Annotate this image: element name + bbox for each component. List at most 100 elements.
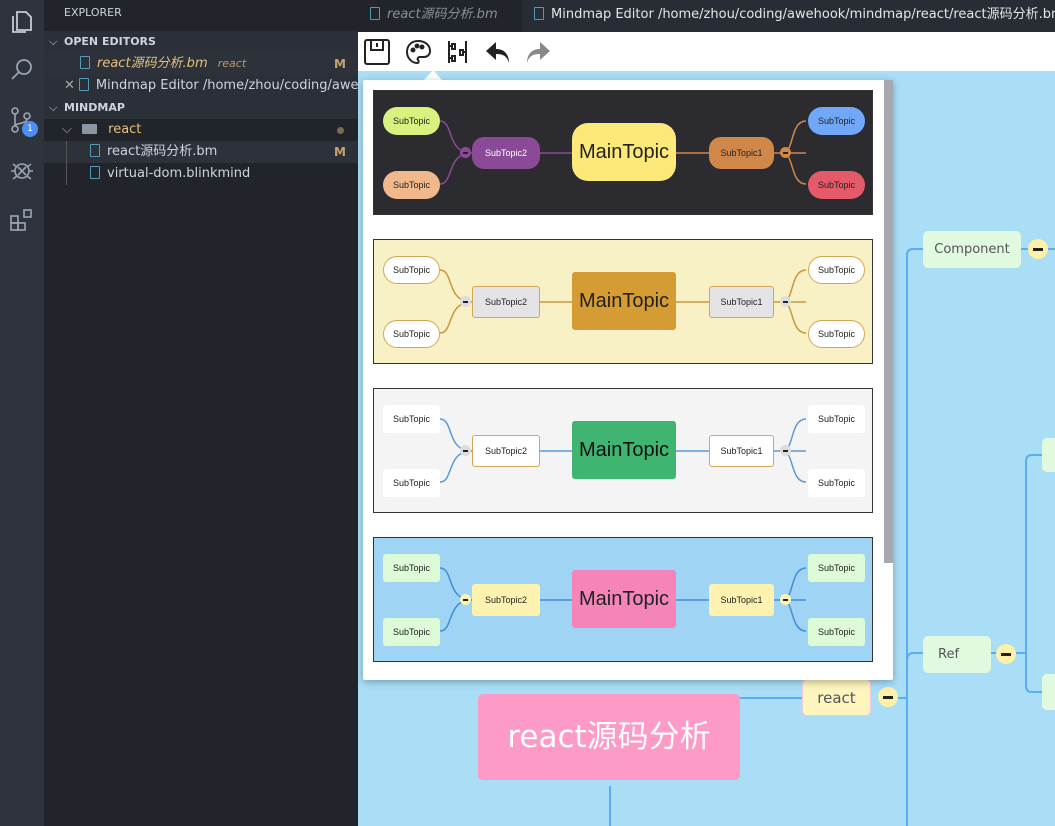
chevron-down-icon: ⌵ xyxy=(62,122,72,137)
modified-dot xyxy=(337,127,344,134)
explorer-sidebar: EXPLORER ⌵OPEN EDITORS react源码分析.bm reac… xyxy=(44,0,358,826)
collapse-icon xyxy=(780,445,791,456)
redo-icon[interactable] xyxy=(524,38,552,66)
file-icon xyxy=(534,7,544,20)
tab-label: react源码分析.bm xyxy=(387,7,498,22)
save-icon[interactable] xyxy=(363,38,391,66)
theme-leaf: SubTopic xyxy=(383,405,440,433)
theme-leaf: SubTopic xyxy=(808,405,865,433)
collapse-icon[interactable] xyxy=(996,644,1016,664)
open-editors-label: OPEN EDITORS xyxy=(64,35,156,48)
undo-icon[interactable] xyxy=(484,38,512,66)
theme-leaf: SubTopic xyxy=(808,107,865,135)
close-icon[interactable]: ✕ xyxy=(64,78,75,93)
topic-partial[interactable] xyxy=(1042,674,1055,710)
theme-leaf: SubTopic xyxy=(808,171,865,199)
file-icon xyxy=(370,7,380,20)
sidebar-title: EXPLORER xyxy=(64,6,122,19)
theme-main-topic: MainTopic xyxy=(572,570,676,628)
theme-leaf: SubTopic xyxy=(383,618,440,646)
topic-partial[interactable] xyxy=(1042,438,1055,472)
file-icon xyxy=(78,78,89,91)
folder-icon xyxy=(82,124,97,134)
theme-leaf: SubTopic xyxy=(808,469,865,497)
open-editor-item[interactable]: ✕ Mindmap Editor /home/zhou/coding/awe... xyxy=(44,75,358,97)
collapse-icon xyxy=(460,594,471,605)
palette-icon[interactable] xyxy=(404,38,432,66)
file-name: react源码分析.bm xyxy=(107,144,218,159)
theme-subtopic2: SubTopic2 xyxy=(472,286,540,318)
file-icon xyxy=(80,56,90,69)
theme-subtopic2: SubTopic2 xyxy=(472,137,540,169)
modified-flag: M xyxy=(334,145,346,159)
collapse-icon xyxy=(780,147,791,158)
open-editor-item[interactable]: react源码分析.bm react M xyxy=(44,53,358,75)
open-editors-header[interactable]: ⌵OPEN EDITORS xyxy=(44,31,358,53)
theme-leaf: SubTopic xyxy=(808,256,865,284)
theme-main-topic: MainTopic xyxy=(572,272,676,330)
file-name: react源码分析.bm xyxy=(97,56,208,71)
theme-leaf: SubTopic xyxy=(383,554,440,582)
theme-leaf: SubTopic xyxy=(808,618,865,646)
theme-subtopic1: SubTopic1 xyxy=(709,435,774,467)
editor-tabs: react源码分析.bm Mindmap Editor /home/zhou/c… xyxy=(358,0,1055,32)
theme-subtopic1: SubTopic1 xyxy=(709,286,774,318)
folder-name: react xyxy=(108,122,142,137)
search-icon[interactable] xyxy=(8,56,36,84)
theme-subtopic2: SubTopic2 xyxy=(472,435,540,467)
mindmap-toolbar xyxy=(358,32,1055,71)
collapse-icon[interactable] xyxy=(878,687,898,707)
root-topic[interactable]: react源码分析 xyxy=(478,694,740,780)
popup-arrow xyxy=(424,70,442,80)
theme-leaf: SubTopic xyxy=(808,554,865,582)
file-item[interactable]: react源码分析.bm M xyxy=(44,141,358,163)
collapse-icon xyxy=(780,594,791,605)
theme-main-topic: MainTopic xyxy=(572,123,676,181)
collapse-icon xyxy=(460,147,471,158)
theme-leaf: SubTopic xyxy=(808,320,865,348)
tab-react-bm[interactable]: react源码分析.bm xyxy=(358,0,521,32)
mindmap-header[interactable]: ⌵MINDMAP xyxy=(44,97,358,119)
theme-leaf: SubTopic xyxy=(383,469,440,497)
debug-icon[interactable] xyxy=(8,156,36,184)
tab-mindmap-editor[interactable]: Mindmap Editor /home/zhou/coding/awehook… xyxy=(522,0,1055,32)
mindmap-label: MINDMAP xyxy=(64,101,125,114)
scm-badge: 1 xyxy=(22,121,38,137)
scrollbar[interactable] xyxy=(884,80,893,563)
theme-subtopic2: SubTopic2 xyxy=(472,584,540,616)
topic-react[interactable]: react xyxy=(802,679,871,716)
extensions-icon[interactable] xyxy=(8,206,36,234)
theme-leaf: SubTopic xyxy=(383,171,440,199)
theme-main-topic: MainTopic xyxy=(572,421,676,479)
topic-component[interactable]: Component xyxy=(923,231,1021,268)
collapse-icon[interactable] xyxy=(1028,239,1048,259)
explorer-icon[interactable] xyxy=(8,8,36,36)
tree-guide xyxy=(66,141,67,185)
theme-subtopic1: SubTopic1 xyxy=(709,584,774,616)
file-name: Mindmap Editor /home/zhou/coding/awe... xyxy=(95,78,358,93)
activity-bar: 1 xyxy=(0,0,44,826)
collapse-icon xyxy=(460,296,471,307)
file-icon xyxy=(90,144,100,157)
topic-ref[interactable]: Ref xyxy=(923,636,991,673)
file-icon xyxy=(90,166,100,179)
theme-subtopic1: SubTopic1 xyxy=(709,137,774,169)
theme-leaf: SubTopic xyxy=(383,256,440,284)
modified-flag: M xyxy=(334,57,346,71)
file-hint: react xyxy=(217,57,247,70)
collapse-icon xyxy=(460,445,471,456)
file-name: virtual-dom.blinkmind xyxy=(107,166,251,181)
layout-icon[interactable] xyxy=(444,38,472,66)
theme-leaf: SubTopic xyxy=(383,320,440,348)
file-item[interactable]: virtual-dom.blinkmind xyxy=(44,163,358,185)
theme-leaf: SubTopic xyxy=(383,107,440,135)
folder-react[interactable]: ⌵ react xyxy=(44,119,358,141)
source-control-icon[interactable] xyxy=(8,106,36,134)
tab-label: Mindmap Editor /home/zhou/coding/awehook… xyxy=(551,7,1055,22)
collapse-icon xyxy=(780,296,791,307)
